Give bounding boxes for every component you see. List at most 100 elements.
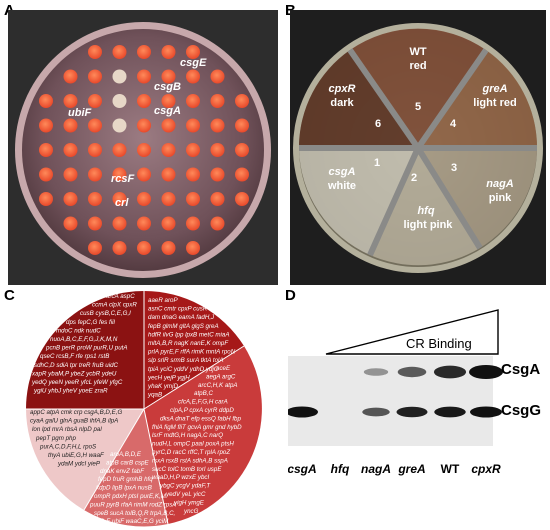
colony-spot	[112, 216, 127, 231]
gene-line: fepB glmM gltA glgS greA	[148, 323, 219, 330]
colony-spot	[186, 241, 200, 255]
colony-spot	[186, 143, 200, 157]
colony-spot	[112, 167, 127, 182]
label-csgb: csgB	[154, 81, 181, 93]
sector-gene-naga: nagA	[486, 178, 514, 190]
label-ubif: ubiF	[68, 107, 91, 119]
sector-gene-cpxr: cpxR	[329, 83, 356, 95]
gene-line: prlA pyrE,F rffA rimK mntA rpoN	[147, 349, 236, 356]
colony-spot	[161, 216, 176, 231]
gene-line: sucC tolC tomB torI uspE	[152, 466, 222, 473]
lane-label-csga: csgA	[288, 462, 317, 476]
gene-line: nudH,L ompC paaI poxA ptsH	[152, 441, 234, 448]
colony-spot	[39, 167, 53, 182]
sector-num-csga: 1	[374, 157, 380, 169]
sector-gene-grea: greA	[481, 83, 507, 95]
colony-spot	[88, 216, 102, 231]
colony-spot	[235, 143, 249, 157]
colony-spot	[112, 241, 127, 255]
gene-line: lsrF mdtG,H nagA,C narQ	[152, 432, 223, 439]
colony-spot	[161, 45, 176, 59]
sector-color-naga: pink	[489, 192, 512, 204]
colony-spot	[88, 69, 102, 84]
colony-spot	[210, 143, 225, 157]
sector-naga	[418, 148, 537, 248]
panel-letter-c: C	[4, 287, 15, 304]
pie-slice-pink	[26, 409, 144, 510]
sector-num-hfq: 2	[411, 172, 417, 184]
band-csgg-grea	[396, 406, 428, 418]
colony-spot	[112, 118, 127, 133]
gene-line: lon lpd mrA rbsA nlpD pal	[32, 426, 102, 433]
lane-label-wt: WT	[441, 462, 460, 476]
sector-gene-csga: csgA	[329, 166, 356, 178]
lane-label-naga: nagA	[361, 462, 391, 476]
gene-line: ygiU yhbJ yheV yoeE zraR	[33, 388, 108, 395]
gene-line: aegA argC	[206, 373, 236, 380]
band-csgg-csga	[288, 406, 318, 418]
colony-spot	[235, 118, 249, 133]
band-csgg-naga	[362, 407, 390, 417]
colony-spot	[137, 192, 151, 206]
band-csga-grea	[397, 366, 427, 378]
colony-spot	[210, 167, 225, 182]
gene-line: cusB cysB,C,E,G,I	[80, 310, 131, 317]
sector-csga	[299, 148, 418, 255]
gene-line: cyaA galU glnA guaB ihfA,B ilpA	[30, 418, 118, 425]
colony-spot	[161, 241, 176, 255]
gene-line: yncG	[183, 508, 199, 515]
colony-spot	[137, 143, 151, 157]
gene-line: dksA dnaT efp essQ fabH fbp	[160, 415, 241, 422]
sector-num-grea: 4	[450, 118, 457, 130]
sector-color-cpxr: dark	[330, 97, 354, 109]
colony-spot	[186, 216, 200, 231]
gene-line: ompR pdxH ptsI purE,K,M	[94, 493, 167, 500]
gene-line: fepD fruR gmhB hfq	[98, 476, 153, 483]
gene-line: fhlA figM fliT gcvA gmr gnd hybD	[152, 424, 242, 431]
pie-slice-lightred	[84, 409, 168, 527]
band-label-csga: CsgA	[501, 361, 540, 378]
colony-spot	[235, 167, 249, 182]
gene-line: cfcA,E,F,G,H carA	[178, 399, 228, 406]
colony-spot	[186, 118, 200, 133]
colony-spot	[63, 192, 78, 206]
csga-bands	[363, 365, 503, 379]
label-csga: csgA	[154, 105, 181, 117]
gene-line: pcnB perR proW purR,U putA	[45, 345, 128, 352]
sector-color-wt: red	[409, 60, 426, 72]
gene-line: dam dnaG eamA fadH,J	[148, 314, 215, 321]
colony-spot	[112, 94, 127, 108]
sector-num-cpxr: 6	[375, 118, 381, 130]
gene-line: pepT pgm php	[35, 435, 76, 442]
colony-spot	[112, 192, 127, 206]
colony-spot	[186, 69, 200, 84]
sector-color-hfq: light pink	[404, 219, 454, 231]
colony-spot	[161, 192, 176, 206]
lane-label-cpxr: cpxR	[471, 462, 501, 476]
gene-line: nuoA,B,C,E,F,G,J,K,M,N	[50, 336, 118, 343]
colony-spot	[137, 118, 151, 133]
gene-line: tpiA yciC yddV ydhD ydjC	[148, 366, 219, 373]
gene-line: arcC,H,K atpA	[198, 382, 238, 389]
gene-line: yedQ yeeN yeeR yfcL yfeW yfgC	[31, 379, 123, 386]
colony-spot	[186, 94, 200, 108]
colony-spot	[161, 94, 176, 108]
gene-line: ccmA clpX cpxR	[92, 302, 137, 309]
gene-line: yiaK	[115, 527, 129, 528]
colony-spot	[210, 118, 225, 133]
band-csga-naga	[363, 368, 389, 376]
colony-spot	[39, 118, 53, 133]
panel-letter-d: D	[285, 287, 296, 304]
colony-spot	[88, 45, 102, 59]
colony-spot	[137, 241, 151, 255]
gene-line: D,E ubiF waaC,E,G yciM	[100, 518, 169, 525]
sector-num-wt: 5	[415, 101, 421, 113]
gene-line: qseC rcsB,F rfe rps1 rstB	[40, 353, 109, 360]
csgg-bands	[288, 406, 502, 418]
sector-wt	[350, 28, 486, 148]
colony-spot	[63, 69, 78, 84]
colony-spot	[112, 45, 127, 59]
